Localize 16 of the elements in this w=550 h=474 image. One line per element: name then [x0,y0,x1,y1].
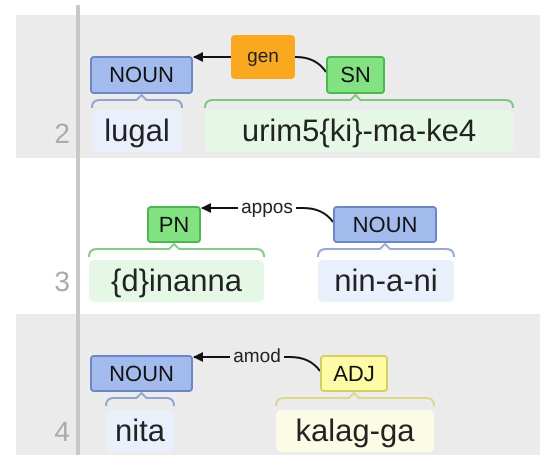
entity-tag: PN [147,206,201,243]
entity-tag: NOUN [90,355,193,392]
relation-tag: gen [231,35,295,79]
token-word: kalag-ga [276,410,434,452]
entity-tag: NOUN [90,56,193,94]
token-word: lugal [92,110,182,152]
row-number: 4 [53,416,70,448]
token-word: nita [106,410,174,452]
token-word: nin-a-ni [318,260,454,302]
entity-tag: ADJ [320,355,388,392]
entity-tag: SN [326,56,385,94]
row-number: 2 [53,118,70,150]
token-word: {d}inanna [89,260,264,302]
entity-tag: NOUN [333,206,437,243]
row-number: 3 [53,266,70,298]
token-word: urim5{ki}-ma-ke4 [205,110,513,152]
